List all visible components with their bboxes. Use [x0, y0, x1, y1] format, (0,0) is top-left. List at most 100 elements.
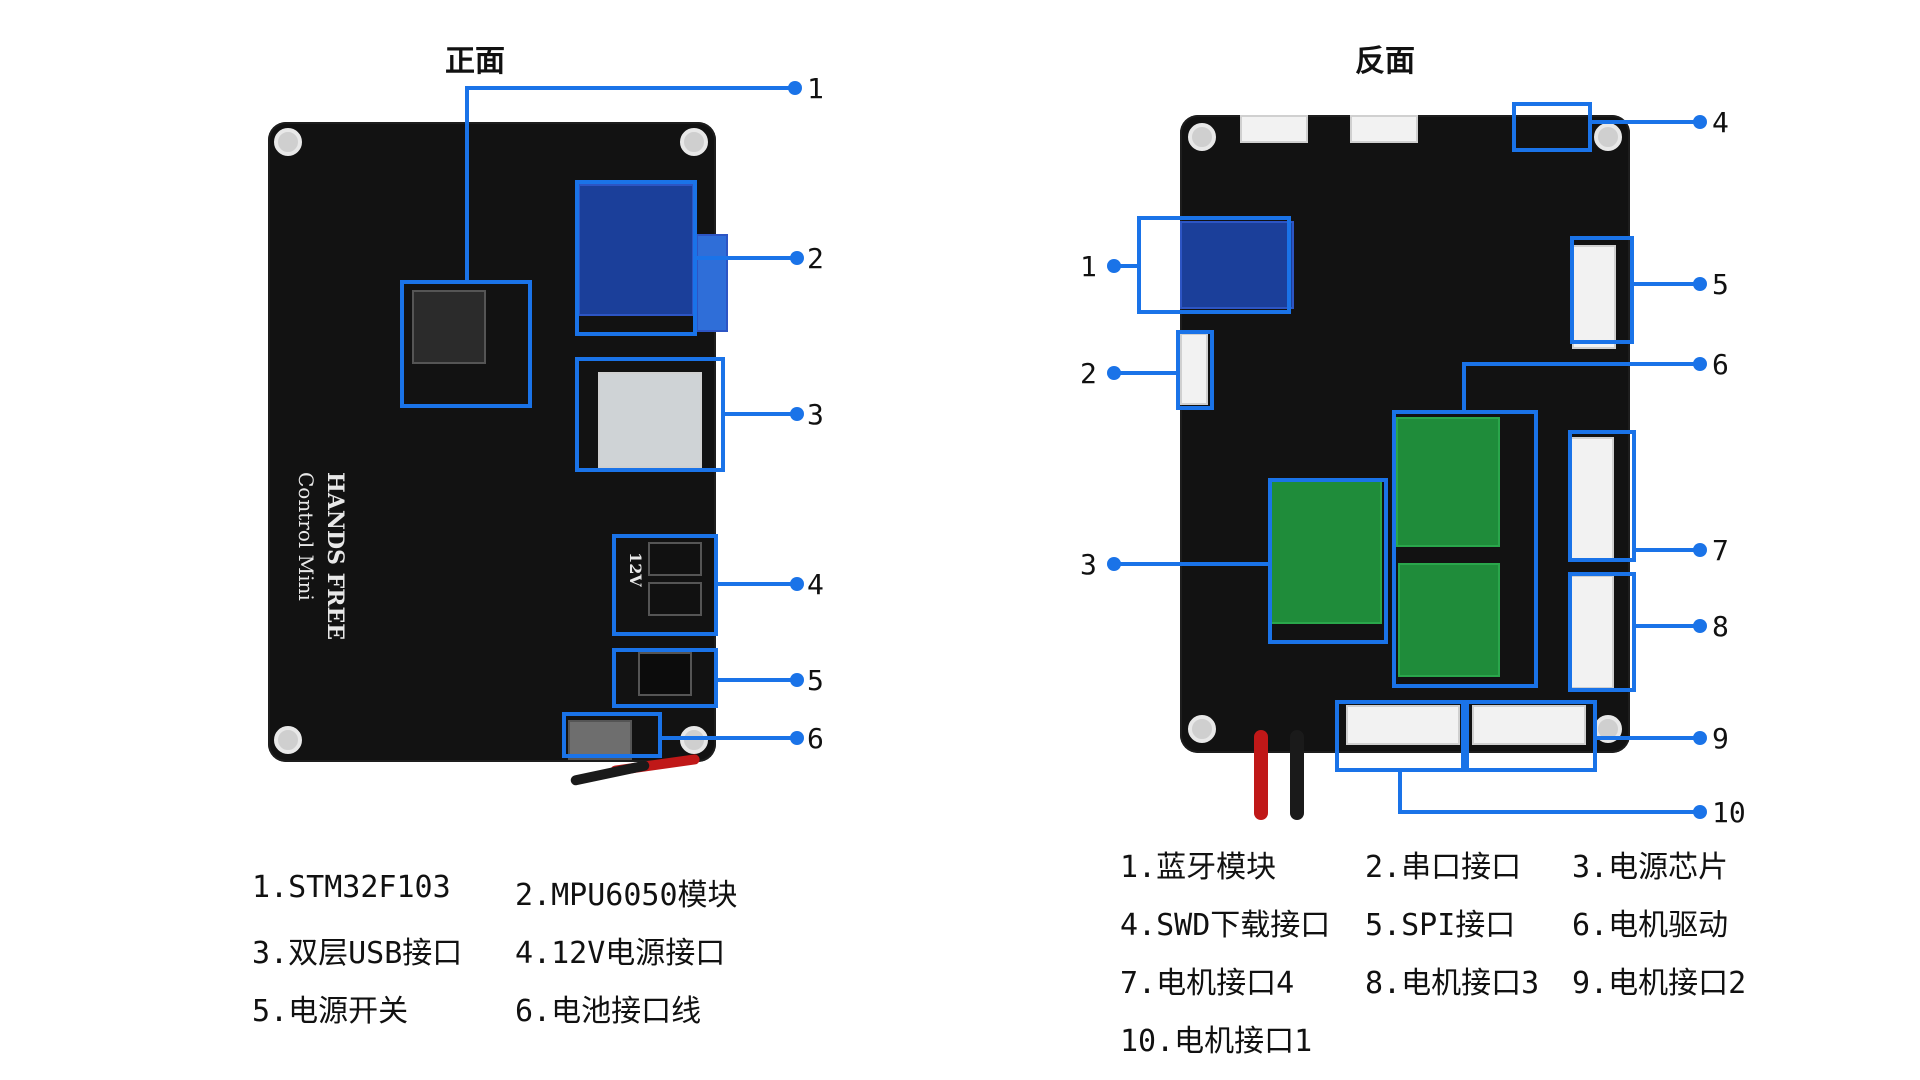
front-legend-item: 4.12V电源接口	[515, 936, 726, 971]
front-title: 正面	[445, 44, 505, 79]
leader-line	[1398, 810, 1698, 814]
leader-line	[718, 678, 796, 682]
leader-line	[1597, 736, 1698, 740]
back-highlight-uart	[1176, 330, 1214, 410]
spi-connector	[1572, 245, 1616, 349]
leader-line	[1636, 624, 1698, 628]
leader-line	[1398, 772, 1402, 814]
leader-dot	[1693, 731, 1707, 745]
front-callout-number: 6	[807, 722, 824, 755]
front-highlight-mpu	[575, 180, 697, 336]
wire-black	[569, 759, 651, 787]
leader-dot	[1693, 805, 1707, 819]
back-highlight-power-chip	[1268, 478, 1388, 644]
front-highlight-switch	[612, 648, 718, 708]
leader-line	[1462, 362, 1466, 410]
back-callout-number: 9	[1712, 722, 1729, 755]
leader-line	[1462, 362, 1698, 366]
model-silkscreen: Control Mini	[294, 472, 318, 601]
wire-black	[1290, 730, 1304, 820]
leader-dot	[1693, 619, 1707, 633]
back-legend-item: 3.电源芯片	[1572, 850, 1729, 885]
leader-dot	[790, 731, 804, 745]
leader-line	[465, 86, 469, 282]
back-legend-item: 9.电机接口2	[1572, 966, 1747, 1001]
leader-dot	[790, 251, 804, 265]
leader-dot	[790, 673, 804, 687]
back-callout-number: 7	[1712, 534, 1729, 567]
mpu6050-module	[578, 184, 694, 316]
front-callout-number: 3	[807, 398, 824, 431]
motor-driver-module	[1396, 417, 1500, 547]
mcu-chip	[412, 290, 486, 364]
power-chip-module	[1268, 480, 1382, 624]
back-legend-item: 7.电机接口4	[1120, 966, 1295, 1001]
power-jack	[648, 542, 702, 576]
leader-line	[725, 412, 797, 416]
mounting-hole	[680, 128, 708, 156]
leader-dot	[788, 81, 802, 95]
brand-silkscreen: HANDS FREE	[322, 472, 348, 641]
wire-red	[1254, 730, 1268, 820]
leader-dot	[1693, 115, 1707, 129]
leader-line	[1114, 562, 1268, 566]
usb-port	[598, 372, 702, 468]
leader-line	[662, 736, 796, 740]
back-callout-number: 2	[1080, 357, 1097, 390]
leader-dot	[1693, 357, 1707, 371]
back-legend-item: 2.串口接口	[1365, 850, 1522, 885]
can-connector	[1350, 115, 1418, 143]
power-switch	[638, 652, 692, 696]
uart5-connector	[1240, 115, 1308, 143]
leader-line	[1114, 371, 1176, 375]
motor-driver-module	[1398, 563, 1500, 677]
front-board-image: 12V HANDS FREE Control Mini	[268, 122, 728, 762]
leader-line	[1114, 264, 1138, 268]
front-highlight-12v	[612, 534, 718, 636]
back-highlight-motor2	[1465, 700, 1597, 772]
back-legend-item: 8.电机接口3	[1365, 966, 1540, 1001]
leader-line	[718, 582, 796, 586]
mounting-hole	[274, 726, 302, 754]
mounting-hole	[1188, 123, 1216, 151]
front-legend-item: 2.MPU6050模块	[515, 878, 738, 913]
mounting-hole	[680, 726, 708, 754]
back-callout-number: 8	[1712, 610, 1729, 643]
leader-dot	[790, 577, 804, 591]
bluetooth-tag	[696, 234, 728, 332]
front-callout-number: 2	[807, 242, 824, 275]
leader-dot	[1693, 543, 1707, 557]
motor-connector-2	[1472, 705, 1586, 745]
back-callout-number: 10	[1712, 796, 1746, 829]
back-legend-item: 10.电机接口1	[1120, 1024, 1313, 1059]
mounting-hole	[274, 128, 302, 156]
back-legend-item: 6.电机驱动	[1572, 908, 1729, 943]
back-highlight-motor3	[1568, 572, 1636, 692]
leader-line	[465, 86, 795, 90]
back-legend-item: 1.蓝牙模块	[1120, 850, 1277, 885]
back-highlight-spi	[1570, 236, 1634, 344]
mounting-hole	[1188, 715, 1216, 743]
leader-line	[1634, 282, 1698, 286]
front-legend-item: 3.双层USB接口	[252, 936, 463, 971]
back-callout-number: 5	[1712, 268, 1729, 301]
leader-line	[1592, 120, 1698, 124]
bluetooth-module	[1180, 221, 1294, 309]
back-title: 反面	[1355, 44, 1415, 79]
mounting-hole	[1594, 123, 1622, 151]
front-callout-number: 5	[807, 664, 824, 697]
front-callout-number: 1	[807, 72, 824, 105]
motor-connector-3	[1570, 575, 1614, 689]
front-highlight-usb	[575, 357, 725, 472]
back-callout-number: 3	[1080, 548, 1097, 581]
front-highlight-mcu	[400, 280, 532, 408]
front-legend-item: 6.电池接口线	[515, 994, 702, 1029]
leader-line	[697, 256, 797, 260]
back-legend-item: 5.SPI接口	[1365, 908, 1516, 943]
back-highlight-motor4	[1568, 430, 1636, 562]
back-highlight-driver	[1392, 410, 1538, 688]
leader-dot	[790, 407, 804, 421]
back-legend-item: 4.SWD下载接口	[1120, 908, 1331, 943]
front-callout-number: 4	[807, 568, 824, 601]
back-highlight-motor1	[1335, 700, 1465, 772]
